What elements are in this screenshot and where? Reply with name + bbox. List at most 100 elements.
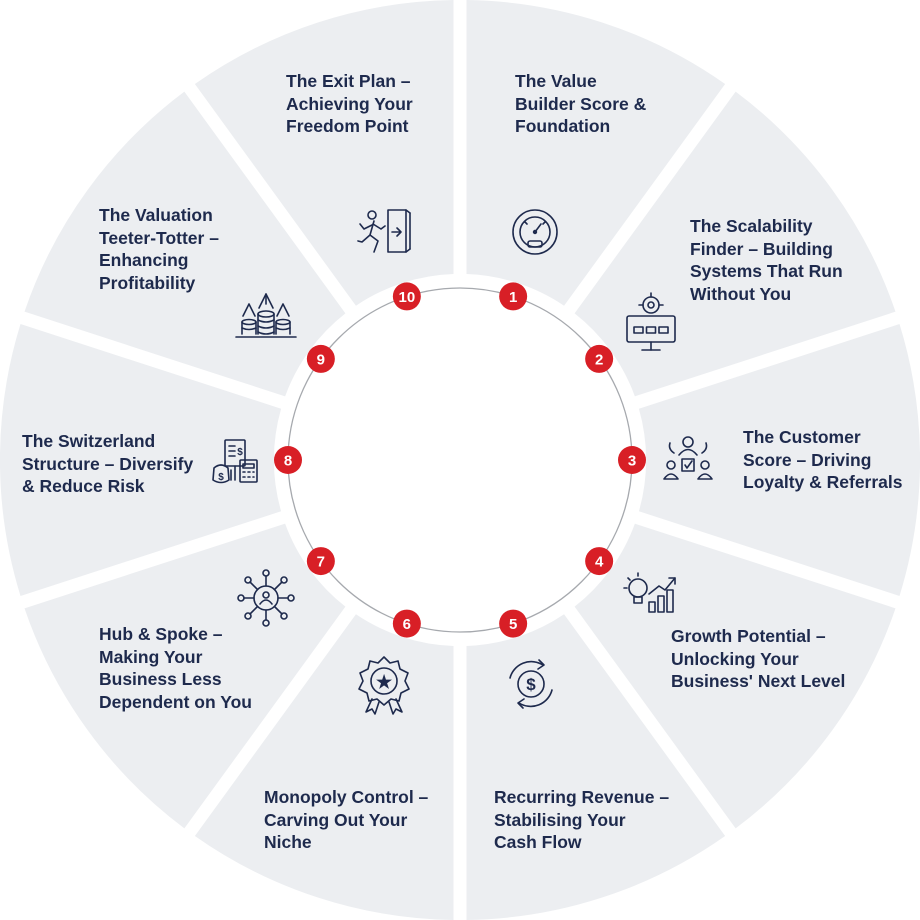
award-badge-icon: ★ [358,656,410,715]
step-badge-circle [306,344,335,373]
speedometer-icon [512,209,558,255]
step-badge-8: 8 [274,446,302,474]
step-badge-circle [499,282,528,311]
step-label-line: Business Less [99,669,222,689]
step-label-line: Unlocking Your [671,648,799,669]
dollar-cycle-icon: $ [509,659,553,709]
step-label-line: Stabilising Your [494,809,626,830]
step-badge-circle [499,609,528,638]
step-number: 4 [595,554,604,571]
step-number: 3 [628,453,636,470]
step-number: 1 [509,289,517,306]
step-label-line: Profitability [99,272,196,293]
step-label-line: Score – Driving [743,449,872,470]
step-label-line: Loyalty & Referrals [743,472,903,492]
segment-step-4 [574,523,896,829]
segment-step-8 [0,324,282,596]
step-label-line: The Value [515,71,597,91]
step-label-line: Dependent on You [99,691,252,712]
step-number: 8 [284,453,292,470]
step-badge-4: 4 [585,547,614,576]
svg-text:$: $ [237,447,243,458]
step-label-line: Making Your [99,646,203,667]
step-badge-10: 10 [392,282,421,311]
segment-step-5 [466,614,726,920]
step-badge-1: 1 [499,282,528,311]
step-badge-3: 3 [618,446,646,474]
step-label-line: Monopoly Control – [264,787,429,807]
svg-text:$: $ [526,675,536,694]
step-badge-circle [585,547,614,576]
step-label-line: Builder Score & [515,93,647,114]
step-label-line: Enhancing [99,250,189,270]
step-badge-circle [306,547,335,576]
step-label-line: The Scalability [690,216,813,236]
step-number: 7 [317,554,325,571]
step-number: 2 [595,351,603,368]
finance-documents-icon: $ $ [212,439,258,484]
monitor-gear-icon [626,292,676,351]
segment-step-1 [466,0,726,306]
step-badge-9: 9 [306,344,335,373]
step-label-line: Business' Next Level [671,671,846,691]
center-ring [287,287,633,633]
step-label-line: & Reduce Risk [22,476,145,496]
step-label-line: Recurring Revenue – [494,787,670,807]
step-label-line: Hub & Spoke – [99,624,223,644]
exit-door-icon [357,209,411,253]
step-label-line: Teeter-Totter – [99,227,219,248]
coin-stacks-icon [235,293,297,338]
step-label-line: Growth Potential – [671,626,826,646]
customer-network-icon [663,436,713,480]
step-label-line: Carving Out Your [264,809,408,830]
step-badge-6: 6 [392,609,421,638]
step-badge-5: 5 [499,609,528,638]
step-label-line: Freedom Point [286,116,409,136]
step-label-line: The Switzerland [22,431,156,451]
step-label-line: Niche [264,832,312,852]
step-badge-7: 7 [306,547,335,576]
segment-step-10 [194,0,454,306]
step-badge-circle [392,282,421,311]
step-label-line: Finder – Building [690,238,833,259]
step-badge-circle [274,446,302,474]
segment-step-3 [638,324,920,596]
svg-text:★: ★ [376,672,393,692]
step-label-line: Systems That Run [690,261,843,281]
step-label-line: The Valuation [99,205,213,225]
segment-step-2 [574,91,896,397]
step-badge-circle [618,446,646,474]
svg-text:$: $ [218,472,224,483]
segment-step-9 [24,91,346,397]
step-label-line: Cash Flow [494,832,582,852]
hub-spoke-icon [237,569,295,627]
step-label-line: Without You [690,283,792,304]
step-number: 5 [509,616,517,633]
step-badge-2: 2 [585,344,614,373]
step-badge-circle [392,609,421,638]
step-label-line: Structure – Diversify [22,453,194,474]
step-number: 10 [399,289,416,306]
step-label-line: Achieving Your [286,93,413,114]
step-number: 9 [317,351,325,368]
step-label-line: Foundation [515,116,611,136]
step-badge-circle [585,344,614,373]
step-label-line: The Exit Plan – [286,71,411,91]
lightbulb-growth-icon [623,572,676,613]
step-label-line: The Customer [743,427,861,447]
step-number-badges: 1 2 3 4 5 6 7 8 9 10 [274,282,646,638]
step-number: 6 [403,616,411,633]
segment-step-6 [194,614,454,920]
